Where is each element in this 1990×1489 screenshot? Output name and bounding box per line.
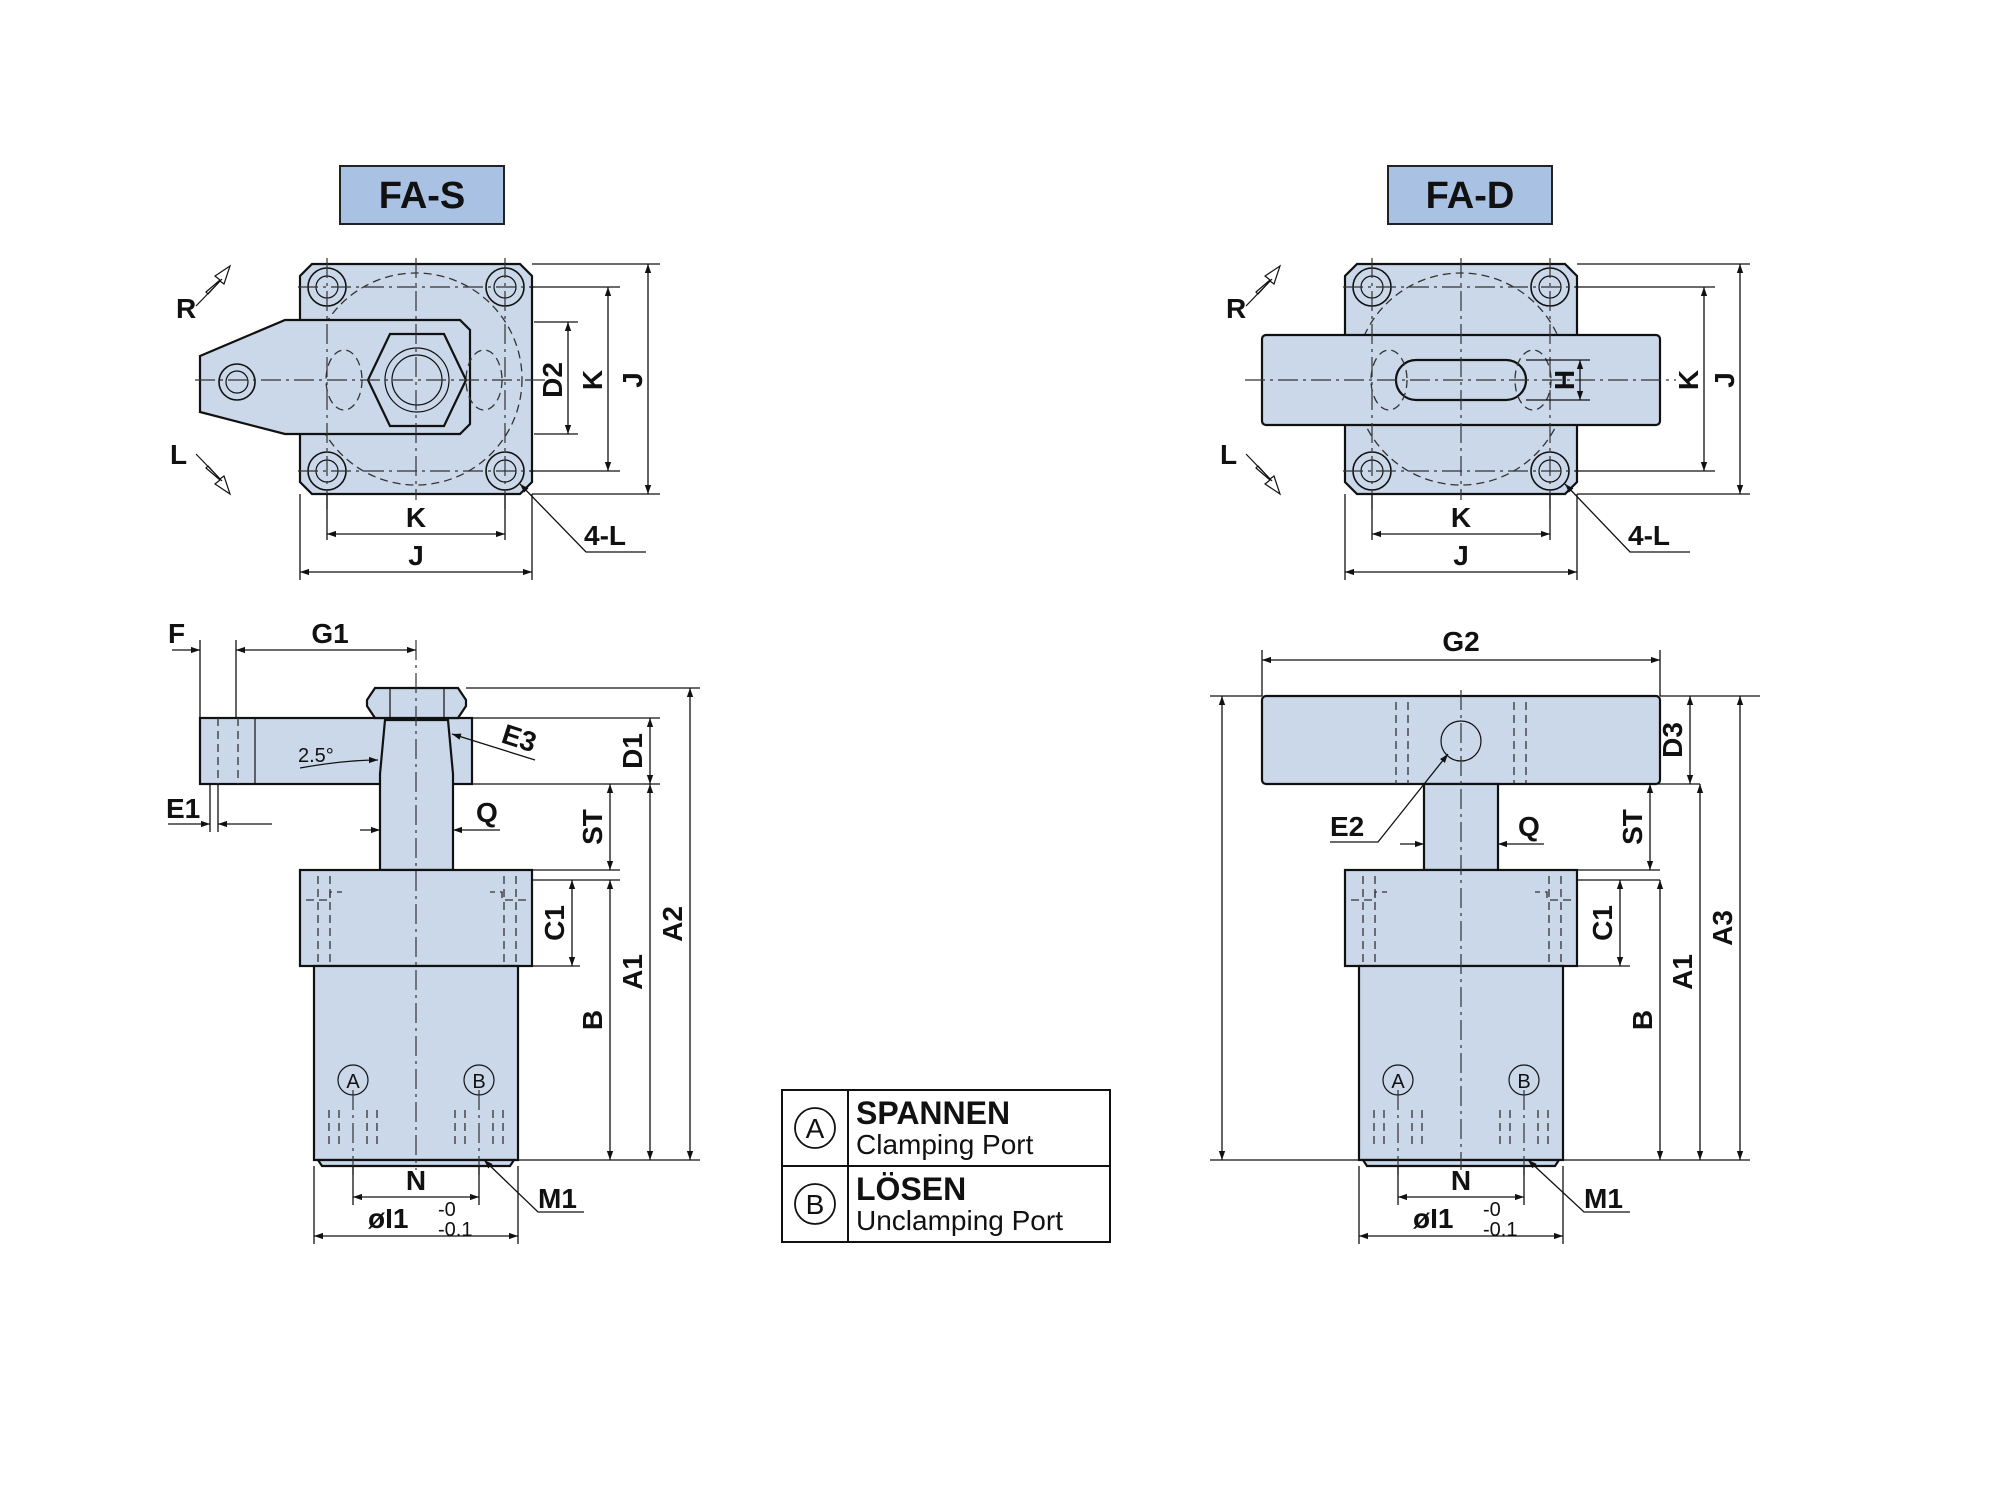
fa-d-holes-label: 4-L	[1628, 520, 1670, 551]
fa-s-port-a: A	[346, 1071, 360, 1093]
fa-s-dim-a1: A1	[617, 954, 648, 990]
fa-s-dim-j-vertical: J	[617, 372, 648, 388]
fa-d-dim-a2: A2	[1201, 906, 1232, 942]
fa-d-tol-lower: -0.1	[1483, 1219, 1517, 1241]
fa-s-port-b: B	[472, 1071, 485, 1093]
fa-s-dim-g1: G1	[311, 618, 348, 649]
legend-subtitle-a: Clamping Port	[856, 1129, 1034, 1160]
fa-s-dim-e3: E3	[498, 718, 540, 758]
fa-d-dim-a1: A1	[1667, 954, 1698, 990]
fa-s-dim-m1: M1	[538, 1183, 577, 1214]
fa-d-dim-q: Q	[1518, 811, 1540, 842]
fa-d-port-a: A	[1391, 1071, 1405, 1093]
fa-d-dim-k-horizontal: K	[1451, 502, 1471, 533]
legend-subtitle-b: Unclamping Port	[856, 1205, 1063, 1236]
legend-row-unclamping: B LÖSEN Unclamping Port	[794, 1171, 1063, 1236]
fa-d-dim-a3: A3	[1707, 910, 1738, 946]
fa-d-dim-st: ST	[1617, 809, 1648, 845]
fa-s-holes-label: 4-L	[584, 520, 626, 551]
fa-d-top-view: R L H K J K J 4-L	[1220, 258, 1750, 580]
legend-symbol-a: A	[806, 1113, 825, 1144]
fa-d-dim-m1: M1	[1584, 1183, 1623, 1214]
fa-s-dim-n: N	[406, 1165, 426, 1196]
fa-s-title: FA-S	[379, 175, 466, 217]
fa-s-dim-d1: D1	[617, 733, 648, 769]
fa-d-dim-c1: C1	[1587, 905, 1618, 941]
fa-d-rotate-l-label: L	[1220, 439, 1237, 470]
fa-s-rotate-l-label: L	[170, 439, 187, 470]
fa-s-title-badge: FA-S	[339, 165, 505, 225]
fa-d-dim-g2: G2	[1442, 626, 1479, 657]
fa-d-dim-a2-clipped: A2	[1201, 906, 1232, 942]
fa-s-tol-lower: -0.1	[438, 1219, 472, 1241]
fa-s-dim-j-horizontal: J	[408, 540, 424, 571]
fa-s-dim-b: B	[577, 1010, 608, 1030]
legend-symbol-b: B	[806, 1189, 825, 1220]
fa-d-dim-e2: E2	[1330, 811, 1364, 842]
fa-s-dim-q: Q	[476, 797, 498, 828]
fa-s-dim-a2: A2	[657, 906, 688, 942]
fa-s-dim-e1: E1	[166, 793, 200, 824]
fa-s-dim-st: ST	[577, 809, 608, 845]
fa-d-dim-k-vertical: K	[1673, 370, 1704, 390]
fa-d-port-b: B	[1517, 1071, 1530, 1093]
fa-s-dim-c1: C1	[539, 905, 570, 941]
fa-d-side-view: A B G2 E2 Q D3 ST	[1201, 626, 1760, 1244]
fa-s-dim-d2: D2	[537, 362, 568, 398]
fa-s-angle: 2.5°	[298, 745, 334, 767]
legend-row-clamping: A SPANNEN Clamping Port	[794, 1095, 1034, 1160]
fa-s-rotate-r-label: R	[176, 293, 196, 324]
fa-d-dim-h: H	[1549, 370, 1580, 390]
fa-s-side-view: A B F G1 2.5° E3 E1	[166, 618, 700, 1244]
fa-d-rotate-r-label: R	[1226, 293, 1246, 324]
fa-s-dim-k-horizontal: K	[406, 502, 426, 533]
legend-title-a: SPANNEN	[856, 1095, 1010, 1131]
fa-s-tol-upper: -0	[438, 1199, 456, 1221]
fa-s-dim-diameter: øI1	[368, 1203, 408, 1234]
fa-s-dim-f: F	[168, 618, 185, 649]
fa-d-tol-upper: -0	[1483, 1199, 1501, 1221]
fa-d-dim-d3: D3	[1657, 722, 1688, 758]
fa-d-title: FA-D	[1426, 175, 1515, 217]
fa-d-dim-j-vertical: J	[1709, 372, 1740, 388]
fa-d-title-badge: FA-D	[1387, 165, 1553, 225]
fa-d-dim-j-horizontal: J	[1453, 540, 1469, 571]
fa-d-dim-n: N	[1451, 1165, 1471, 1196]
fa-s-top-view: R L D2 K J K J 4-L	[170, 258, 660, 580]
port-legend: A SPANNEN Clamping Port B LÖSEN Unclampi…	[781, 1089, 1111, 1243]
fa-d-dim-diameter: øI1	[1413, 1203, 1453, 1234]
fa-s-dim-k-vertical: K	[577, 370, 608, 390]
legend-title-b: LÖSEN	[856, 1171, 966, 1207]
fa-d-dim-b: B	[1627, 1010, 1658, 1030]
